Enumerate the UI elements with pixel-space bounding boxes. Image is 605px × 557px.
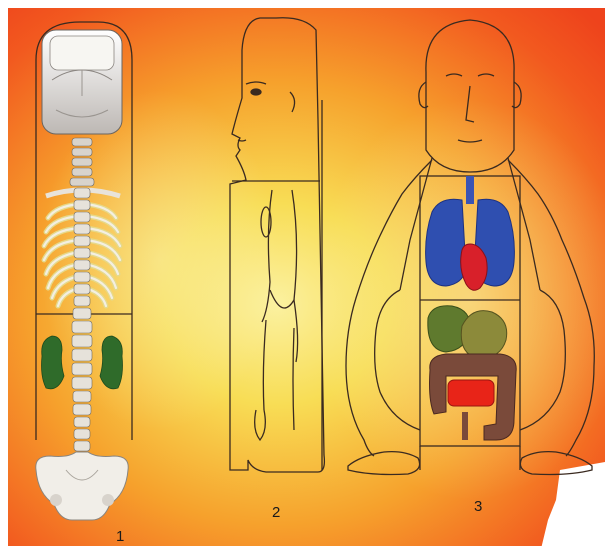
- panel-label-3: 3: [474, 498, 482, 515]
- trachea: [466, 176, 474, 204]
- cervical-spine: [70, 138, 94, 186]
- left-kidney: [42, 336, 65, 389]
- right-kidney: [100, 336, 123, 389]
- rectum: [462, 412, 468, 440]
- small-intestine: [448, 380, 494, 406]
- stomach: [461, 311, 506, 359]
- skull: [42, 30, 122, 134]
- panel-label-1: 1: [116, 528, 124, 545]
- figure-2-eye: [251, 89, 261, 95]
- left-lung: [426, 199, 466, 286]
- panel-label-2: 2: [272, 504, 280, 521]
